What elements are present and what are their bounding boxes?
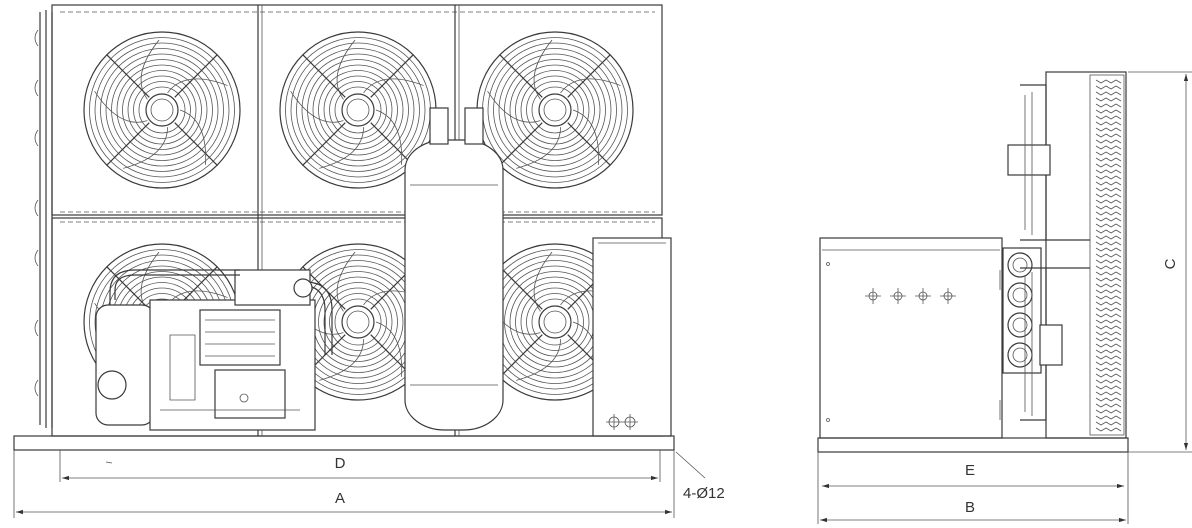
coil-fin-row: [1095, 379, 1122, 384]
coil-fin-row: [1095, 289, 1122, 294]
side-base: [817, 437, 1129, 524]
base-frame: [13, 435, 675, 518]
coil-fin-row: [1095, 397, 1122, 402]
coil-fin-row: [1095, 121, 1122, 126]
front-view: D A 4-Ø12: [13, 4, 725, 518]
coil-fin-row: [1095, 361, 1122, 366]
coil-fin-row: [1095, 133, 1122, 138]
coil-fin-row: [1095, 175, 1122, 180]
service-valve: [865, 288, 881, 304]
coil-fins: [1095, 79, 1122, 432]
dimension-a-label: A: [335, 490, 345, 507]
coil-fin-row: [1095, 241, 1122, 246]
coil-fin-row: [1095, 169, 1122, 174]
coil-fin-row: [1095, 313, 1122, 318]
coil-fin-row: [1095, 319, 1122, 324]
coil-fin-row: [1095, 343, 1122, 348]
coil-fin-row: [1095, 355, 1122, 360]
coil-fin-row: [1095, 229, 1122, 234]
coil-fin-row: [1095, 301, 1122, 306]
coil-fin-row: [1095, 247, 1122, 252]
dimension-b-label: B: [965, 499, 975, 516]
coil-fin-row: [1095, 325, 1122, 330]
service-valve: [890, 288, 906, 304]
coil-fin-row: [1095, 85, 1122, 90]
coil-fin-row: [1095, 193, 1122, 198]
dimension-e-label: E: [965, 462, 975, 479]
pressure-gauge: [1007, 252, 1033, 278]
coil-fin-row: [1095, 163, 1122, 168]
coil-fin-row: [1095, 79, 1122, 84]
coil-fin-row: [1095, 151, 1122, 156]
coil-fin-row: [1095, 223, 1122, 228]
coil-fin-row: [1095, 253, 1122, 258]
mounting-hole-callout: 4-Ø12: [675, 451, 725, 502]
coil-fin-row: [1095, 427, 1122, 432]
coil-fin-row: [1095, 181, 1122, 186]
side-view: E B C: [817, 71, 1192, 524]
electrical-box: [592, 237, 672, 437]
dimension-b: B: [820, 499, 1126, 523]
service-valve: [915, 288, 931, 304]
coil-fin-row: [1095, 415, 1122, 420]
dimension-c-label: C: [1162, 258, 1179, 269]
gauge-panel: [999, 247, 1042, 420]
coil-fin-row: [1095, 259, 1122, 264]
coil-fin-row: [1095, 199, 1122, 204]
coil-fin-row: [1095, 217, 1122, 222]
hole-callout-label: 4-Ø12: [683, 485, 725, 502]
coil-fin-row: [1095, 367, 1122, 372]
coil-fin-row: [1095, 349, 1122, 354]
coil-fin-row: [1095, 187, 1122, 192]
liquid-receiver: [404, 107, 504, 431]
coil-fin-row: [1095, 373, 1122, 378]
coil-fin-row: [1095, 109, 1122, 114]
condenser-coil-left-edge: [34, 10, 53, 428]
dimension-a: A: [15, 490, 672, 515]
coil-fin-row: [1095, 283, 1122, 288]
service-valve: [940, 288, 956, 304]
coil-fin-row: [1095, 157, 1122, 162]
coil-fin-row: [1095, 235, 1122, 240]
coil-fin-row: [1095, 421, 1122, 426]
coil-fin-row: [1095, 307, 1122, 312]
coil-fin-row: [1095, 409, 1122, 414]
side-cabinet: [819, 237, 1003, 439]
coil-fin-row: [1095, 145, 1122, 150]
coil-fin-row: [1095, 97, 1122, 102]
dimension-e: E: [822, 462, 1124, 489]
coil-fin-row: [1095, 139, 1122, 144]
fan-guard: [279, 31, 437, 189]
coil-fin-row: [1095, 277, 1122, 282]
coil-fin-row: [1095, 271, 1122, 276]
dimension-d: D: [62, 455, 658, 481]
fan-motor-side-lower: [1020, 267, 1063, 421]
dimension-c: C: [1128, 71, 1192, 453]
service-valve-row: [865, 288, 956, 304]
coil-fin-row: [1095, 403, 1122, 408]
fan-guard: [83, 31, 241, 189]
coil-fin-row: [1095, 391, 1122, 396]
fan-motor-side-upper: [1007, 84, 1051, 241]
coil-fin-row: [1095, 115, 1122, 120]
coil-fin-row: [1095, 331, 1122, 336]
dimension-d-label: D: [335, 455, 346, 472]
coil-fin-row: [1095, 91, 1122, 96]
coil-fin-row: [1095, 103, 1122, 108]
coil-fin-row: [1095, 127, 1122, 132]
coil-fin-row: [1095, 337, 1122, 342]
compressor-assembly: [95, 269, 333, 431]
coil-fin-row: [1095, 295, 1122, 300]
coil-fin-row: [1095, 385, 1122, 390]
coil-fin-row: [1095, 205, 1122, 210]
condenser-side-profile: [1007, 71, 1127, 439]
coil-fin-row: [1095, 265, 1122, 270]
coil-fin-row: [1095, 211, 1122, 216]
